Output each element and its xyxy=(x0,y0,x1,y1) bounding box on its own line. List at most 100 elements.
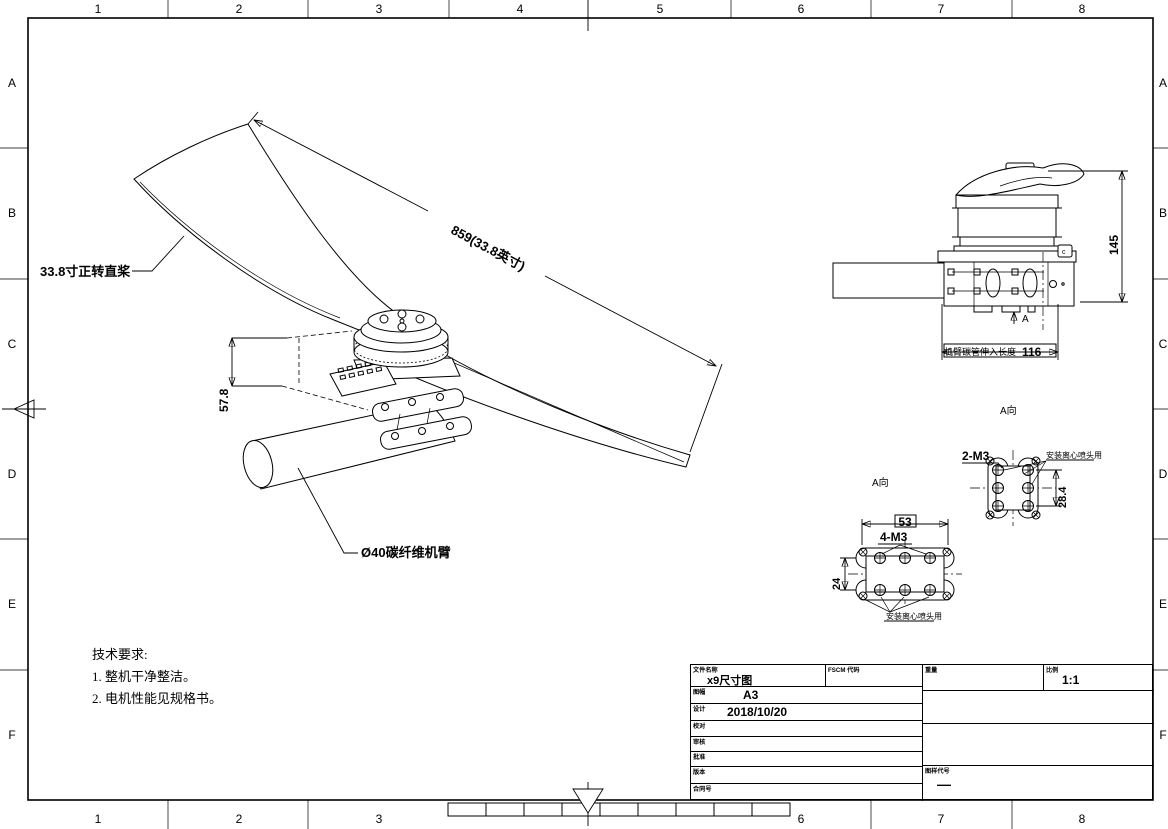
design-label: 设计 xyxy=(693,706,706,713)
detail-right-holes-callout: 2-M3 xyxy=(962,449,1003,469)
detail-right-note-callout: 安装离心喷头用 xyxy=(1003,450,1102,485)
detail-left-width-dim: 53 xyxy=(898,515,912,529)
check-label: 校对 xyxy=(693,723,706,730)
size-value: A3 xyxy=(743,688,759,702)
code-label: 图样代号 xyxy=(925,768,950,775)
zone-col-label: 8 xyxy=(1078,2,1086,16)
carbon-tube xyxy=(242,402,456,490)
zone-row-label: D xyxy=(7,467,17,481)
zone-row-label: B xyxy=(1158,206,1167,220)
clip-marker: c xyxy=(1057,244,1073,258)
dim-insert-116: 机臂碳管伸入长度 116 xyxy=(941,304,1059,360)
zone-row-label: B xyxy=(7,206,16,220)
file-name-label: 文件名称 xyxy=(693,667,718,674)
holes-label: 4-M3 xyxy=(880,530,908,544)
detail-left-bolts xyxy=(858,547,952,601)
size-label: 图幅 xyxy=(693,689,706,696)
fscm-label: FSCM 代码 xyxy=(828,667,860,674)
dim-53: 53 xyxy=(861,514,949,545)
tech-notes-item: 1. 整机干净整洁。 xyxy=(92,669,197,684)
span-dimension-text: 859(33.8英寸) xyxy=(449,222,528,274)
left-center-mark xyxy=(2,399,46,419)
scale-label: 比例 xyxy=(1046,667,1059,674)
side-propeller xyxy=(955,162,1085,197)
zone-col-label: 7 xyxy=(937,812,945,826)
holes-label: 2-M3 xyxy=(962,449,990,463)
detail-right-view-label: A向 xyxy=(1000,404,1017,417)
title-block-cell-contract: 合同号 xyxy=(691,784,923,801)
title-block-cell-design: 设计 2018/10/20 xyxy=(691,704,923,721)
zone-col-label: 2 xyxy=(235,2,243,16)
dim-28-4: 28.4 xyxy=(1036,469,1069,508)
title-block-cell-scale: 比例 1:1 xyxy=(1044,665,1154,691)
zone-row-label: A xyxy=(7,76,16,90)
zone-col-label: 2 xyxy=(235,812,243,826)
title-block-cell-code: 图样代号 — xyxy=(923,766,1154,801)
zone-row-label: A xyxy=(1158,76,1167,90)
motor-bell xyxy=(353,309,449,368)
title-block-cell-version: 版本 xyxy=(691,767,923,784)
dim-24: 24 xyxy=(831,557,856,591)
zone-row-label: C xyxy=(1158,337,1168,351)
note-label: 安装离心喷头用 xyxy=(886,611,942,621)
propeller-label-text: 33.8寸正转直桨 xyxy=(40,264,131,279)
title-block-cell-audit: 审核 xyxy=(691,737,923,752)
note-label: 安装离心喷头用 xyxy=(1046,450,1102,460)
zone-row-label: D xyxy=(1158,467,1168,481)
clip-marker-text: c xyxy=(1062,249,1066,256)
title-block-cell-approve: 批准 xyxy=(691,752,923,767)
contract-label: 合同号 xyxy=(693,786,712,793)
tube-clamp xyxy=(372,388,472,450)
insert-length-value: 116 xyxy=(1022,345,1042,359)
zone-col-label: 4 xyxy=(516,2,524,16)
title-block-cell-size: 图幅 A3 xyxy=(691,687,923,704)
detail-left-height-dim: 24 xyxy=(831,577,843,590)
detail-right-bolts xyxy=(985,456,1041,520)
side-carbon-tube xyxy=(832,262,945,299)
motor-assembly xyxy=(329,309,472,450)
clamp-screws xyxy=(381,393,454,440)
zone-col-label: 1 xyxy=(94,2,102,16)
zone-row-label: F xyxy=(1159,728,1167,742)
zone-col-label: 1 xyxy=(94,812,102,826)
detail-view-right: A向 2-M3 安装离心喷头用 xyxy=(962,404,1102,526)
section-arrow: A xyxy=(1014,312,1029,325)
detail-left-holes-callout: 4-M3 xyxy=(878,530,927,555)
approve-label: 批准 xyxy=(693,754,706,761)
zone-col-label: 3 xyxy=(375,2,383,16)
motor-teeth xyxy=(959,236,1055,247)
file-name-value: x9尺寸图 xyxy=(707,675,753,687)
technical-notes: 技术要求: 1. 整机干净整洁。 2. 电机性能见规格书。 xyxy=(92,644,222,710)
tech-notes-item: 2. 电机性能见规格书。 xyxy=(92,691,223,706)
title-block-cell-filename: 文件名称 x9尺寸图 xyxy=(691,665,826,687)
motor-body xyxy=(957,207,1057,238)
zone-col-label: 8 xyxy=(1078,812,1086,826)
detail-view-left: A向 53 4-M3 xyxy=(831,476,962,622)
title-block-cell-check: 校对 xyxy=(691,721,923,737)
design-date-value: 2018/10/20 xyxy=(727,705,788,719)
arm-label-text: Ø40碳纤维机臂 xyxy=(361,545,451,560)
dim-height-57-8: 57.8 xyxy=(217,330,369,412)
zone-row-label: E xyxy=(1158,597,1167,611)
zone-row-label: E xyxy=(7,597,16,611)
scale-value: 1:1 xyxy=(1062,673,1080,687)
title-block-cell-empty xyxy=(923,724,1154,766)
version-label: 版本 xyxy=(693,769,706,776)
side-height-dimension-text: 145 xyxy=(1107,235,1121,255)
height-dimension-text: 57.8 xyxy=(217,388,231,412)
title-block-cell-fscm: FSCM 代码 xyxy=(826,665,923,687)
detail-left-view-label: A向 xyxy=(872,476,889,489)
side-view: c xyxy=(832,162,1128,360)
stator-fins xyxy=(955,194,1059,209)
zone-col-label: 5 xyxy=(656,2,664,16)
title-block-cell-weight: 重量 xyxy=(923,665,1044,691)
dim-height-145: 145 xyxy=(1048,170,1128,303)
mount-plate xyxy=(937,250,1077,263)
audit-label: 审核 xyxy=(693,739,706,746)
insert-length-label: 机臂碳管伸入长度 xyxy=(944,346,1016,357)
propeller-callout: 33.8寸正转直桨 xyxy=(40,235,185,279)
tech-notes-title: 技术要求: xyxy=(92,647,148,662)
zone-col-label: 6 xyxy=(797,2,805,16)
